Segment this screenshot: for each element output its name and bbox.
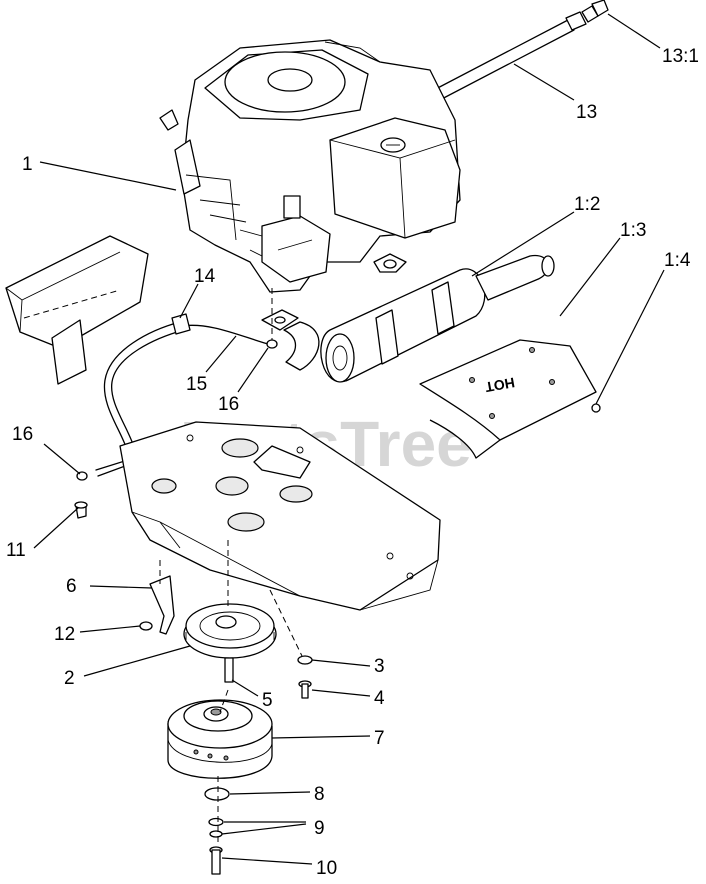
leader-lines	[33, 13, 665, 865]
fuel-line-assembly	[417, 0, 609, 107]
key	[224, 657, 234, 683]
callout-16-upper: 16	[218, 394, 239, 415]
engine	[159, 39, 461, 293]
assembly-centerlines	[159, 288, 303, 846]
clutch-hardware	[204, 787, 230, 875]
callout-13: 13	[576, 102, 597, 123]
callout-4: 4	[374, 688, 385, 709]
callout-14: 14	[194, 266, 216, 287]
callout-9: 9	[314, 818, 325, 839]
callout-2: 2	[64, 668, 75, 689]
callout-8: 8	[314, 784, 325, 805]
muffler	[320, 254, 555, 383]
callout-10: 10	[316, 858, 337, 879]
callout-11: 11	[6, 540, 26, 561]
callout-13-1: 13:1	[662, 46, 699, 67]
callout-7: 7	[374, 728, 385, 749]
heat-shield: HOT	[419, 339, 601, 459]
exhaust-gasket	[261, 309, 320, 371]
callout-12: 12	[54, 624, 75, 645]
callout-16-lower: 16	[12, 424, 33, 445]
callout-1-4: 1:4	[664, 250, 691, 271]
callout-5: 5	[262, 690, 273, 711]
hot-decal: HOT	[484, 375, 516, 396]
pulley	[183, 603, 277, 659]
callout-labels: 13:1 13 1 1:2 1:3 1:4 14 15 16 16 11 6 1…	[6, 46, 699, 879]
callout-1: 1	[22, 154, 33, 175]
callout-1-2: 1:2	[574, 194, 600, 215]
engine-deck	[74, 421, 441, 611]
belt-shield	[5, 235, 149, 385]
callout-1-3: 1:3	[620, 220, 646, 241]
callout-15: 15	[186, 374, 207, 395]
clutch-bracket	[139, 575, 175, 635]
callout-3: 3	[374, 656, 385, 677]
pto-clutch	[167, 699, 273, 779]
washer-bolt	[297, 655, 313, 699]
callout-6: 6	[66, 576, 77, 597]
